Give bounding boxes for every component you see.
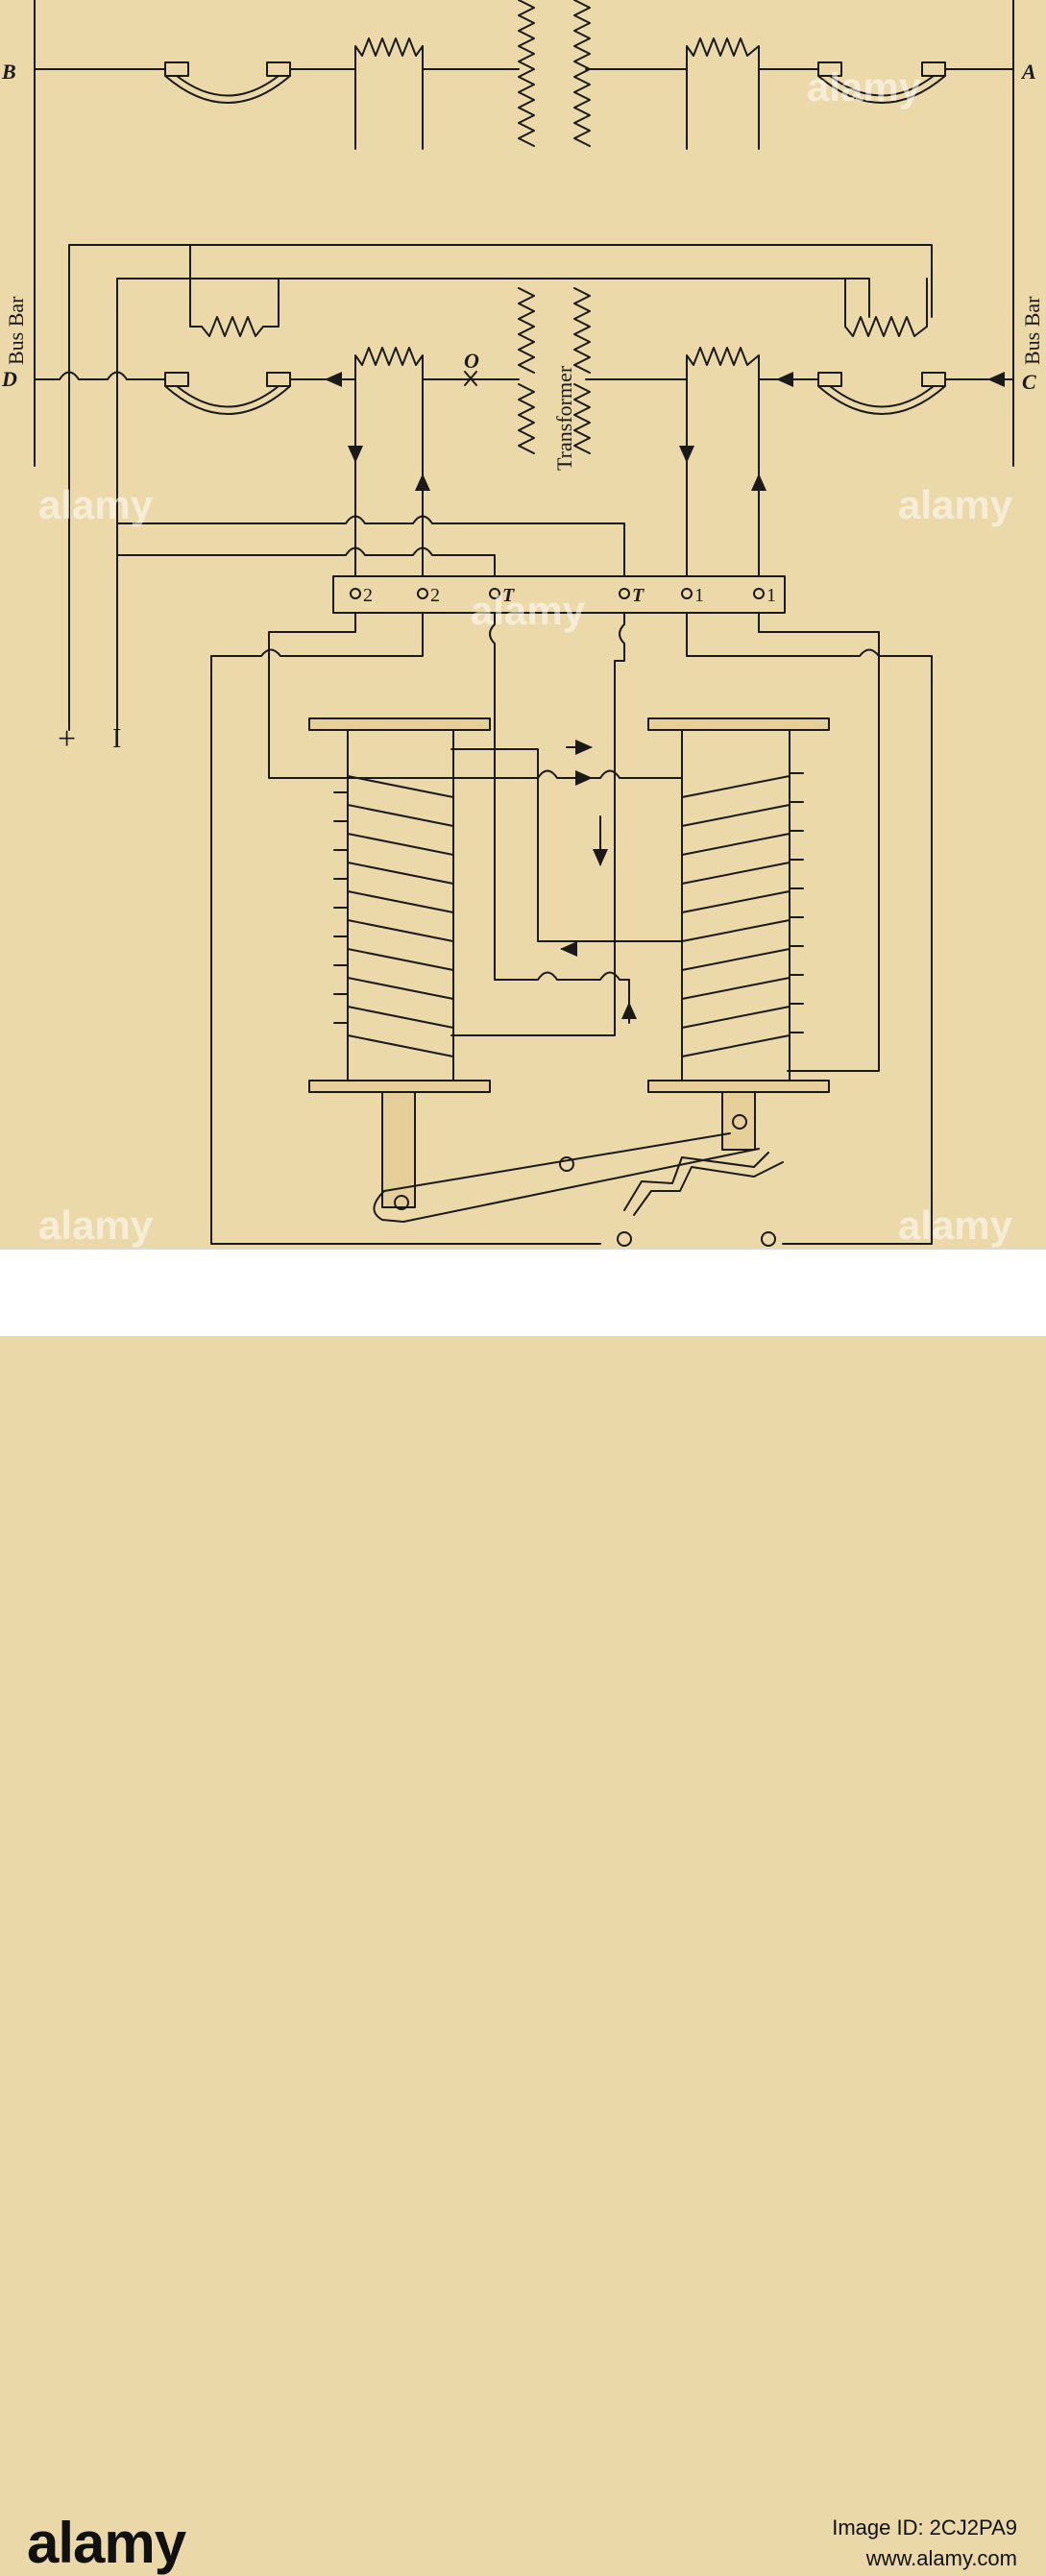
right-trip-coil xyxy=(844,278,928,337)
label-bus-bar-right: Bus Bar xyxy=(1020,296,1044,365)
stock-footer: alamy Image ID: 2CJ2PA9 www.alamy.com xyxy=(0,1249,1046,2575)
relay-wire-left-inner xyxy=(210,612,601,1245)
relay-armature xyxy=(373,1091,784,1223)
label-minus: I xyxy=(112,724,121,754)
label-bus-bar-left: Bus Bar xyxy=(4,296,28,365)
terminal-board xyxy=(332,575,786,614)
label-transformer: Transformer xyxy=(552,365,576,471)
watermark-4: alamy xyxy=(38,1203,154,1248)
relay-wire-right-outer xyxy=(758,612,880,1072)
watermark-5: alamy xyxy=(807,64,922,109)
ct-leads-right xyxy=(686,378,760,577)
label-bus-c: C xyxy=(1022,370,1036,394)
control-wire-lower xyxy=(116,547,496,731)
bottom-transformer xyxy=(518,287,591,454)
label-terminal-2b: 2 xyxy=(430,585,440,606)
bottom-left-series-coil xyxy=(354,347,424,380)
label-terminal-1b: 1 xyxy=(766,585,776,606)
terminal-posts xyxy=(350,588,765,599)
bottom-right-series-coil xyxy=(686,347,760,380)
label-bus-d: D xyxy=(1,367,17,391)
watermark-6: alamy xyxy=(898,1203,1013,1248)
control-wire-upper xyxy=(116,515,625,577)
relay-wire-right-inner xyxy=(686,612,933,1245)
relay-wire-t-right xyxy=(450,612,625,1036)
watermark-3: alamy xyxy=(898,482,1013,527)
label-terminal-1a: 1 xyxy=(694,585,704,606)
left-trip-coil xyxy=(189,244,280,337)
trip-contacts xyxy=(617,1231,776,1247)
bottom-left-breaker xyxy=(164,372,291,415)
image-id: Image ID: 2CJ2PA9 xyxy=(832,2515,1017,2540)
top-transformer xyxy=(518,0,591,147)
relay-right-coil xyxy=(647,717,830,1093)
watermark-layer: alamy alamy alamy alamy alamy alamy xyxy=(38,64,1013,1248)
relay-wire-left-outer xyxy=(268,612,452,779)
top-left-breaker xyxy=(164,61,291,104)
site-url: www.alamy.com xyxy=(865,2546,1017,2570)
label-terminal-2a: 2 xyxy=(363,585,373,606)
ct-leads-left xyxy=(354,378,424,577)
label-bus-a: A xyxy=(1020,60,1036,84)
watermark-1: alamy xyxy=(38,482,154,527)
relay-left-coil xyxy=(308,717,491,1093)
outer-loop-1 xyxy=(68,244,933,731)
label-terminal-t-right: T xyxy=(632,585,645,606)
top-left-series-coil xyxy=(354,37,424,150)
bottom-right-breaker xyxy=(817,372,946,415)
watermark-2: alamy xyxy=(471,588,586,633)
circuit-diagram-svg: B A D C Bus Bar Bus Bar Transformer O 2 … xyxy=(1,0,1044,1248)
label-plus: + xyxy=(58,721,76,757)
outer-loop-2 xyxy=(116,278,870,731)
circuit-diagram: B A D C Bus Bar Bus Bar Transformer O 2 … xyxy=(0,0,1046,1249)
label-bus-b: B xyxy=(1,60,16,84)
point-o-cross xyxy=(464,371,477,386)
alamy-logo: alamy xyxy=(27,2511,186,2575)
label-point-o: O xyxy=(464,349,479,373)
label-terminal-t-left: T xyxy=(502,585,515,606)
top-right-breaker xyxy=(817,61,946,104)
top-right-series-coil xyxy=(686,37,760,150)
relay-wire-t-left xyxy=(489,612,630,1024)
